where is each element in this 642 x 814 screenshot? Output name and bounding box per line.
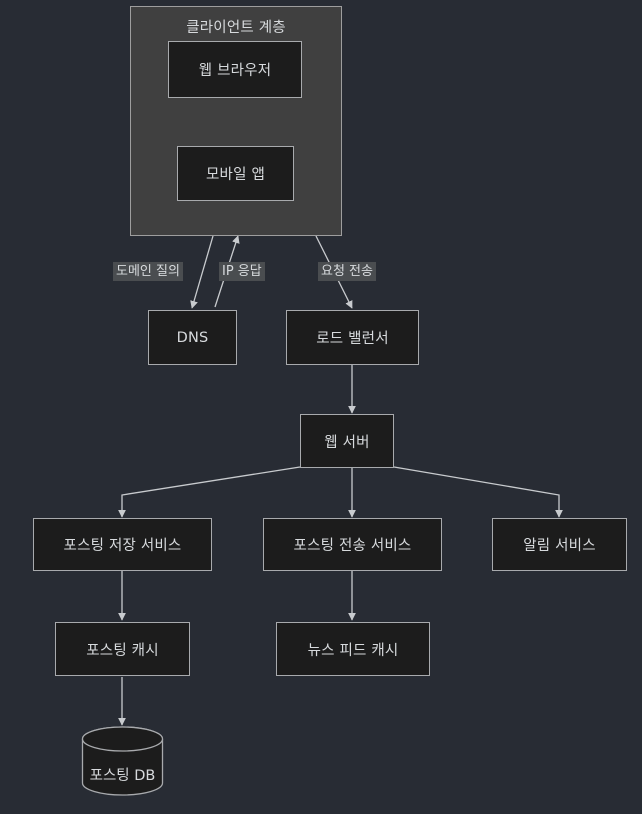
- edge-label-domain-query-text: 도메인 질의: [116, 264, 180, 279]
- node-posting-db-label: 포스팅 DB: [89, 768, 156, 784]
- node-dns[interactable]: DNS: [148, 310, 237, 365]
- node-posting-db[interactable]: 포스팅 DB: [81, 726, 164, 796]
- node-posting-delivery-service-label: 포스팅 전송 서비스: [293, 538, 412, 554]
- node-web-browser-label: 웹 브라우저: [198, 63, 272, 79]
- node-notification-service-label: 알림 서비스: [523, 538, 596, 554]
- node-mobile-app-label: 모바일 앱: [206, 167, 265, 183]
- edge-label-ip-response: IP 응답: [219, 262, 265, 281]
- subgraph-client-layer-title: 클라이언트 계층: [186, 20, 286, 36]
- cylinder-shape: [81, 726, 164, 796]
- edge-webserver-to-notification: [393, 466, 563, 518]
- node-news-feed-cache-label: 뉴스 피드 캐시: [307, 642, 399, 659]
- edge-webserver-to-posting-storage: [118, 466, 301, 518]
- node-load-balancer[interactable]: 로드 밸런서: [286, 310, 419, 365]
- node-web-browser[interactable]: 웹 브라우저: [168, 41, 302, 98]
- node-web-server[interactable]: 웹 서버: [300, 414, 394, 468]
- node-web-server-label: 웹 서버: [324, 434, 370, 451]
- edge-label-request-forward-text: 요청 전송: [321, 264, 373, 279]
- node-dns-label: DNS: [176, 329, 209, 346]
- node-posting-delivery-service[interactable]: 포스팅 전송 서비스: [263, 518, 442, 571]
- node-posting-storage-service[interactable]: 포스팅 저장 서비스: [33, 518, 212, 571]
- edge-client-to-dns: [190, 235, 214, 309]
- node-notification-service[interactable]: 알림 서비스: [492, 518, 627, 571]
- node-mobile-app[interactable]: 모바일 앱: [177, 146, 294, 201]
- node-news-feed-cache[interactable]: 뉴스 피드 캐시: [276, 622, 430, 676]
- node-load-balancer-label: 로드 밸런서: [316, 331, 389, 347]
- edge-label-domain-query: 도메인 질의: [113, 262, 183, 281]
- node-posting-cache[interactable]: 포스팅 캐시: [55, 622, 190, 676]
- node-posting-cache-label: 포스팅 캐시: [86, 642, 159, 659]
- edge-label-request-forward: 요청 전송: [318, 262, 376, 281]
- edge-label-ip-response-text: IP 응답: [222, 264, 262, 279]
- node-posting-storage-service-label: 포스팅 저장 서비스: [63, 538, 182, 554]
